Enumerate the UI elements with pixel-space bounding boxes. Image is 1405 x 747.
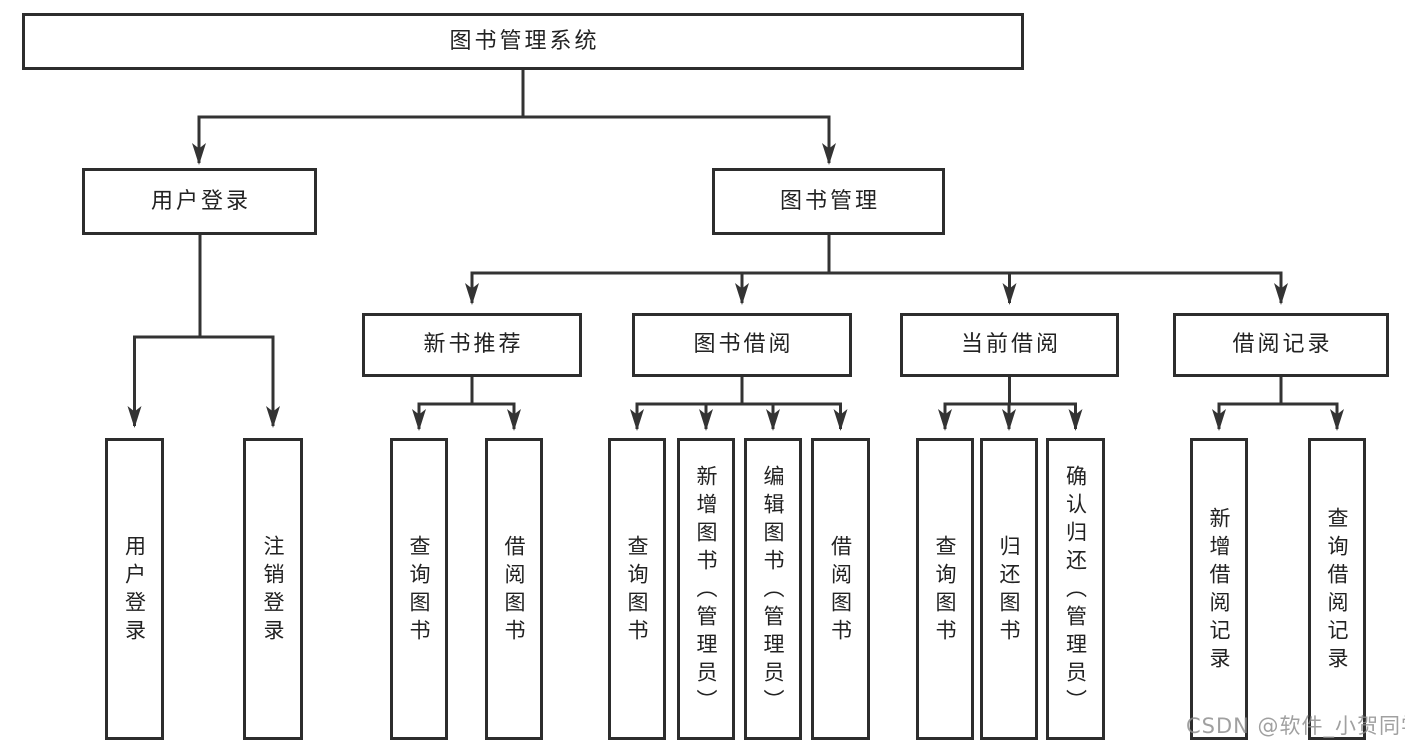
leaf-edit-book-admin: 编辑图书（管理员） bbox=[744, 438, 802, 740]
node-book-borrow-label: 图书借阅 bbox=[693, 332, 794, 357]
node-user-login: 用户登录 bbox=[82, 168, 317, 235]
node-root: 图书管理系统 bbox=[22, 13, 1024, 70]
leaf-logout: 注销登录 bbox=[243, 438, 303, 740]
leaf-confirm-return-admin-label: 确认归还（管理员） bbox=[1063, 464, 1088, 717]
node-borrow-records: 借阅记录 bbox=[1173, 313, 1389, 377]
leaf-user-login: 用户登录 bbox=[105, 438, 164, 740]
leaf-confirm-return-admin: 确认归还（管理员） bbox=[1046, 438, 1105, 740]
node-current-borrow-label: 当前借阅 bbox=[960, 332, 1061, 357]
leaf-user-login-label: 用户登录 bbox=[122, 534, 147, 647]
node-current-borrow: 当前借阅 bbox=[900, 313, 1119, 377]
leaf-add-borrow-record: 新增借阅记录 bbox=[1190, 438, 1248, 740]
node-book-management-label: 图书管理 bbox=[779, 188, 880, 214]
watermark: CSDN @软件_小贺同学 bbox=[1186, 714, 1405, 738]
node-user-login-label: 用户登录 bbox=[150, 188, 251, 214]
node-new-book-recommend-label: 新书推荐 bbox=[423, 332, 524, 357]
leaf-borrow-borrow-books: 借阅图书 bbox=[811, 438, 870, 740]
leaf-return-book-label: 归还图书 bbox=[997, 534, 1022, 647]
leaf-current-query-books-label: 查询图书 bbox=[933, 534, 958, 647]
node-new-book-recommend: 新书推荐 bbox=[362, 313, 582, 377]
node-book-management: 图书管理 bbox=[712, 168, 945, 235]
leaf-borrow-query-books: 查询图书 bbox=[608, 438, 666, 740]
node-borrow-records-label: 借阅记录 bbox=[1232, 332, 1333, 357]
leaf-edit-book-admin-label: 编辑图书（管理员） bbox=[761, 464, 786, 717]
leaf-logout-label: 注销登录 bbox=[261, 534, 286, 647]
leaf-add-book-admin-label: 新增图书（管理员） bbox=[694, 464, 719, 717]
leaf-return-book: 归还图书 bbox=[980, 438, 1038, 740]
node-book-borrow: 图书借阅 bbox=[632, 313, 852, 377]
leaf-recommend-borrow-books-label: 借阅图书 bbox=[502, 534, 527, 647]
leaf-query-borrow-record-label: 查询借阅记录 bbox=[1325, 506, 1350, 675]
leaf-borrow-query-books-label: 查询图书 bbox=[625, 534, 650, 647]
leaf-recommend-query-books: 查询图书 bbox=[390, 438, 448, 740]
leaf-recommend-query-books-label: 查询图书 bbox=[407, 534, 432, 647]
leaf-current-query-books: 查询图书 bbox=[916, 438, 974, 740]
leaf-add-borrow-record-label: 新增借阅记录 bbox=[1207, 506, 1232, 675]
node-root-label: 图书管理系统 bbox=[449, 28, 600, 54]
leaf-recommend-borrow-books: 借阅图书 bbox=[485, 438, 543, 740]
leaf-borrow-borrow-books-label: 借阅图书 bbox=[828, 534, 853, 647]
leaf-add-book-admin: 新增图书（管理员） bbox=[677, 438, 735, 740]
leaf-query-borrow-record: 查询借阅记录 bbox=[1308, 438, 1366, 740]
